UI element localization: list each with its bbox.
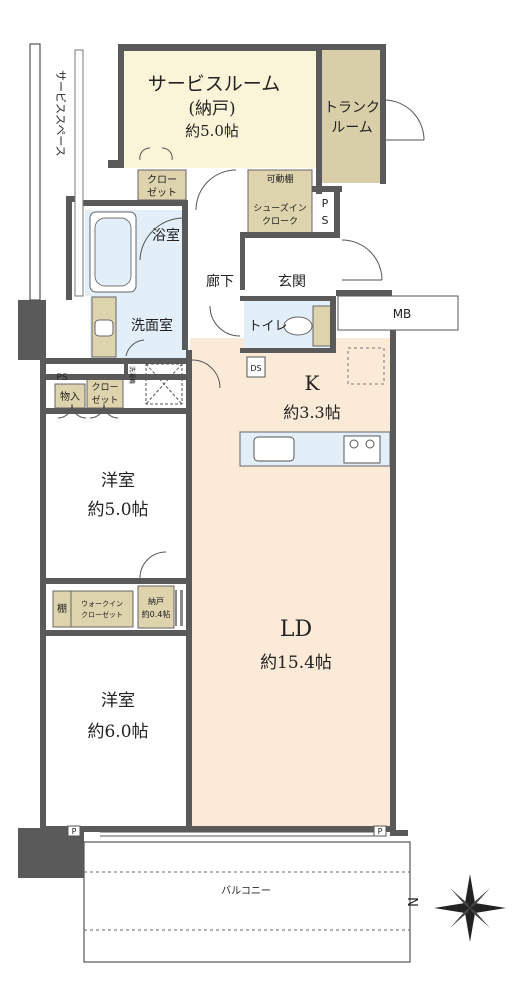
washer-label: 洗濯機 bbox=[128, 366, 136, 384]
ld-size: 約15.4帖 bbox=[260, 653, 332, 673]
service-room-fill bbox=[124, 50, 320, 168]
walkin-line2: クローゼット bbox=[81, 610, 123, 619]
window-marks bbox=[41, 420, 396, 837]
ld-fill bbox=[190, 338, 390, 828]
service-space-label: サービススペース bbox=[54, 70, 67, 157]
closet-top-line1: クロー bbox=[147, 174, 177, 186]
p-box-right bbox=[373, 825, 387, 837]
kitchen-name: K bbox=[305, 371, 321, 395]
movable-shelf-label: 可動棚 bbox=[266, 173, 293, 185]
closet-left-line1: クロー bbox=[91, 382, 118, 393]
toilet-label: トイレ bbox=[248, 319, 287, 334]
burner-1 bbox=[349, 439, 359, 449]
compass-rose-icon bbox=[434, 874, 506, 942]
ps-left-label: PS bbox=[56, 373, 67, 383]
trunk-room-fill bbox=[320, 50, 384, 183]
mb-box bbox=[337, 295, 459, 331]
shoes-in-line1: シューズイン bbox=[253, 202, 307, 214]
trunk-room-line1: トランク bbox=[324, 100, 380, 116]
hallway-label: 廊下 bbox=[206, 273, 234, 290]
western2-name: 洋室 bbox=[101, 691, 135, 711]
western2-size: 約6.0帖 bbox=[87, 722, 148, 742]
walkin-fill bbox=[70, 590, 134, 628]
shelf-label: 棚 bbox=[57, 602, 67, 615]
closet-left-line2: ゼット bbox=[91, 394, 118, 406]
storage-label: 物入 bbox=[60, 390, 80, 403]
service-room-name: サービスルーム bbox=[148, 73, 280, 95]
bathtub-inner bbox=[94, 217, 132, 287]
western1-size: 約5.0帖 bbox=[87, 500, 148, 520]
western1-name: 洋室 bbox=[101, 471, 135, 491]
service-room-sub: (納戸) bbox=[188, 99, 235, 119]
p-mark-left: P bbox=[72, 827, 77, 836]
balcony-label: バルコニー bbox=[221, 885, 271, 897]
p-box-left bbox=[67, 825, 81, 837]
nando-line2: 約0.4帖 bbox=[142, 609, 171, 619]
closet-top-line2: ゼット bbox=[147, 187, 177, 199]
shoes-in-fill bbox=[247, 169, 313, 235]
ps-top-s: S bbox=[322, 214, 329, 227]
storage-fill bbox=[54, 383, 86, 409]
compass-north-label: N bbox=[407, 897, 422, 907]
trunk-room-line2: ルーム bbox=[331, 120, 373, 136]
ld-name: LD bbox=[280, 617, 312, 642]
service-room-size: 約5.0帖 bbox=[185, 122, 239, 140]
washer-space bbox=[145, 363, 183, 405]
ps-top-p: P bbox=[322, 197, 329, 210]
balcony bbox=[83, 841, 411, 963]
bathroom-label: 浴室 bbox=[152, 227, 180, 244]
walkin-line1: ウォークイン bbox=[81, 600, 123, 608]
p-mark-right: P bbox=[378, 827, 383, 836]
burner-2 bbox=[365, 439, 375, 449]
wash-basin bbox=[94, 319, 114, 337]
ds-label: DS bbox=[250, 364, 261, 373]
kitchen-sink bbox=[253, 436, 295, 462]
washer-x2 bbox=[145, 363, 183, 405]
sliding-door-marks bbox=[175, 590, 183, 626]
kitchen-size: 約3.3帖 bbox=[283, 403, 340, 422]
washroom-label: 洗面室 bbox=[131, 317, 173, 334]
nando-fill bbox=[137, 585, 175, 629]
closet-top-fill bbox=[137, 169, 187, 201]
shoes-in-line2: クローク bbox=[262, 216, 298, 227]
nando-line1: 納戸 bbox=[148, 596, 164, 606]
fridge-space bbox=[347, 347, 385, 385]
toilet-bowl bbox=[283, 316, 313, 336]
ds-box bbox=[246, 356, 266, 378]
stove bbox=[343, 435, 381, 464]
entrance-label: 玄関 bbox=[278, 273, 306, 290]
door-arcs bbox=[57, 99, 425, 579]
mb-label: MB bbox=[393, 307, 412, 321]
